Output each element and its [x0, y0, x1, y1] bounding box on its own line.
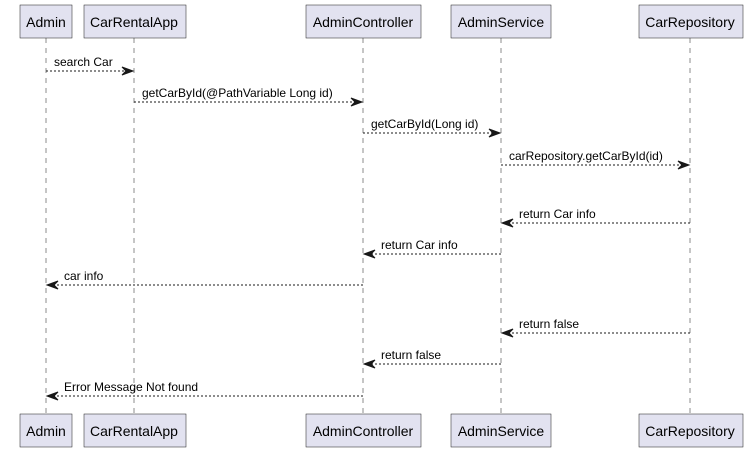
message-4: carRepository.getCarById(id): [501, 149, 691, 170]
participant-label: AdminService: [458, 14, 545, 30]
participant-box: [305, 4, 422, 39]
message-label: return false: [519, 317, 579, 331]
participant-carrentalapp-bottom: CarRentalApp: [83, 413, 187, 448]
message-label: getCarById(Long id): [371, 117, 478, 131]
participant-label: CarRentalApp: [90, 423, 178, 439]
message-label: return false: [381, 348, 441, 362]
message-arrow-head: [488, 128, 502, 138]
message-arrow-head: [45, 280, 59, 290]
participant-box: [83, 4, 187, 39]
participant-label: Admin: [26, 14, 66, 30]
message-label: return Car info: [381, 238, 458, 252]
participant-label: CarRepository: [645, 423, 734, 439]
lifelines: [45, 38, 691, 414]
participants-bottom: Admin CarRentalApp AdminController AdminSer…: [19, 413, 744, 448]
message-label: getCarById(@PathVariable Long id): [142, 86, 333, 100]
message-8: return false: [500, 317, 690, 338]
participant-box: [638, 413, 744, 448]
message-arrow-head: [500, 218, 514, 228]
message-arrow-head: [362, 249, 376, 259]
participant-admin-top: Admin: [19, 4, 73, 39]
participant-carrentalapp-top: CarRentalApp: [83, 4, 187, 39]
participants-top: Admin CarRentalApp AdminController AdminSer…: [19, 4, 744, 39]
participant-carrepository-top: CarRepository: [638, 4, 744, 39]
message-2: getCarById(@PathVariable Long id): [134, 86, 364, 107]
message-label: car info: [64, 269, 104, 283]
message-arrow-head: [350, 97, 364, 107]
participant-adminservice-top: AdminService: [450, 4, 552, 39]
participant-label: AdminController: [313, 423, 414, 439]
message-5: return Car info: [500, 207, 690, 228]
messages: search Car getCarById(@PathVariable Long …: [45, 55, 691, 401]
message-10: Error Message Not found: [45, 380, 363, 401]
participant-carrepository-bottom: CarRepository: [638, 413, 744, 448]
message-arrow-head: [677, 160, 691, 170]
participant-box: [638, 4, 744, 39]
participant-box: [450, 413, 552, 448]
participant-box: [19, 413, 73, 448]
message-arrow-head: [500, 328, 514, 338]
participant-label: Admin: [26, 423, 66, 439]
participant-label: AdminService: [458, 423, 545, 439]
message-label: carRepository.getCarById(id): [509, 149, 663, 163]
message-7: car info: [45, 269, 363, 290]
participant-box: [83, 413, 187, 448]
message-label: search Car: [54, 55, 113, 69]
participant-label: CarRepository: [645, 14, 734, 30]
message-1: search Car: [46, 55, 135, 76]
message-6: return Car info: [362, 238, 501, 259]
participant-label: AdminController: [313, 14, 414, 30]
message-9: return false: [362, 348, 501, 369]
participant-admin-bottom: Admin: [19, 413, 73, 448]
message-label: Error Message Not found: [64, 380, 198, 394]
participant-label: CarRentalApp: [90, 14, 178, 30]
participant-admincontroller-bottom: AdminController: [305, 413, 422, 448]
participant-adminservice-bottom: AdminService: [450, 413, 552, 448]
message-arrow-head: [45, 391, 59, 401]
message-arrow-head: [121, 66, 135, 76]
participant-admincontroller-top: AdminController: [305, 4, 422, 39]
message-3: getCarById(Long id): [363, 117, 502, 138]
participant-box: [305, 413, 422, 448]
participant-box: [19, 4, 73, 39]
message-arrow-head: [362, 359, 376, 369]
participant-box: [450, 4, 552, 39]
message-label: return Car info: [519, 207, 596, 221]
